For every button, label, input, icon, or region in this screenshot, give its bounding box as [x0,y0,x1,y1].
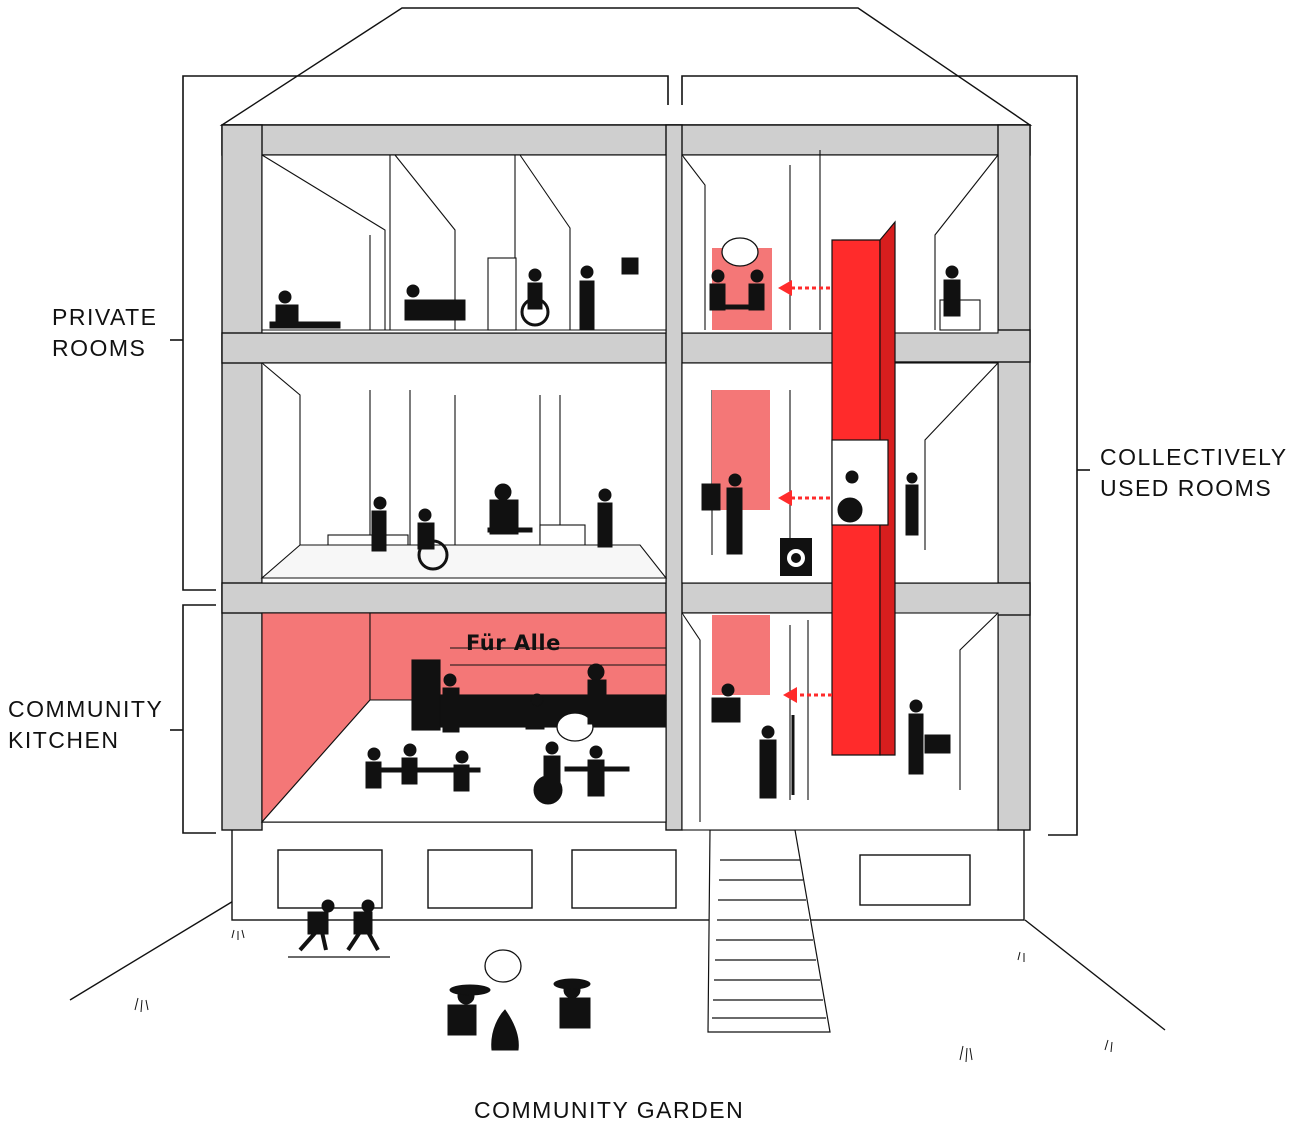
access-arrows [778,280,832,703]
washing-machine-icon [780,538,812,576]
collectively-used-rooms-label-line1: COLLECTIVELY [1100,444,1288,470]
community-garden-label: COMMUNITY GARDEN [474,1097,745,1123]
collectively-used-rooms-label-line2: USED ROOMS [1100,475,1273,501]
people-figures [269,257,961,1051]
speech-bubbles [484,237,759,983]
private-rooms-label-line1: PRIVATE [52,304,158,330]
roof [219,7,1033,126]
private-rooms-label-line2: ROOMS [52,335,147,361]
private-rooms-middle-floor [260,362,668,584]
community-kitchen-label: COMMUNITY KITCHEN [8,694,163,756]
collectively-used-rooms-label: COLLECTIVELY USED ROOMS [1100,442,1288,504]
community-kitchen-label-line2: KITCHEN [8,727,120,753]
ground-lines [69,899,1166,1031]
garden-stair [707,829,831,1033]
collective-space-highlights [712,248,772,695]
circulation-core [831,220,896,756]
community-kitchen-label-line1: COMMUNITY [8,696,164,722]
basement-plinth [231,821,1025,921]
private-rooms-label: PRIVATE ROOMS [52,302,158,364]
kitchen-sign-text: Für Alle [466,631,561,655]
bracket-lines [170,75,1090,836]
grass-tufts [134,929,1113,1063]
building-section-frame [221,124,1031,831]
